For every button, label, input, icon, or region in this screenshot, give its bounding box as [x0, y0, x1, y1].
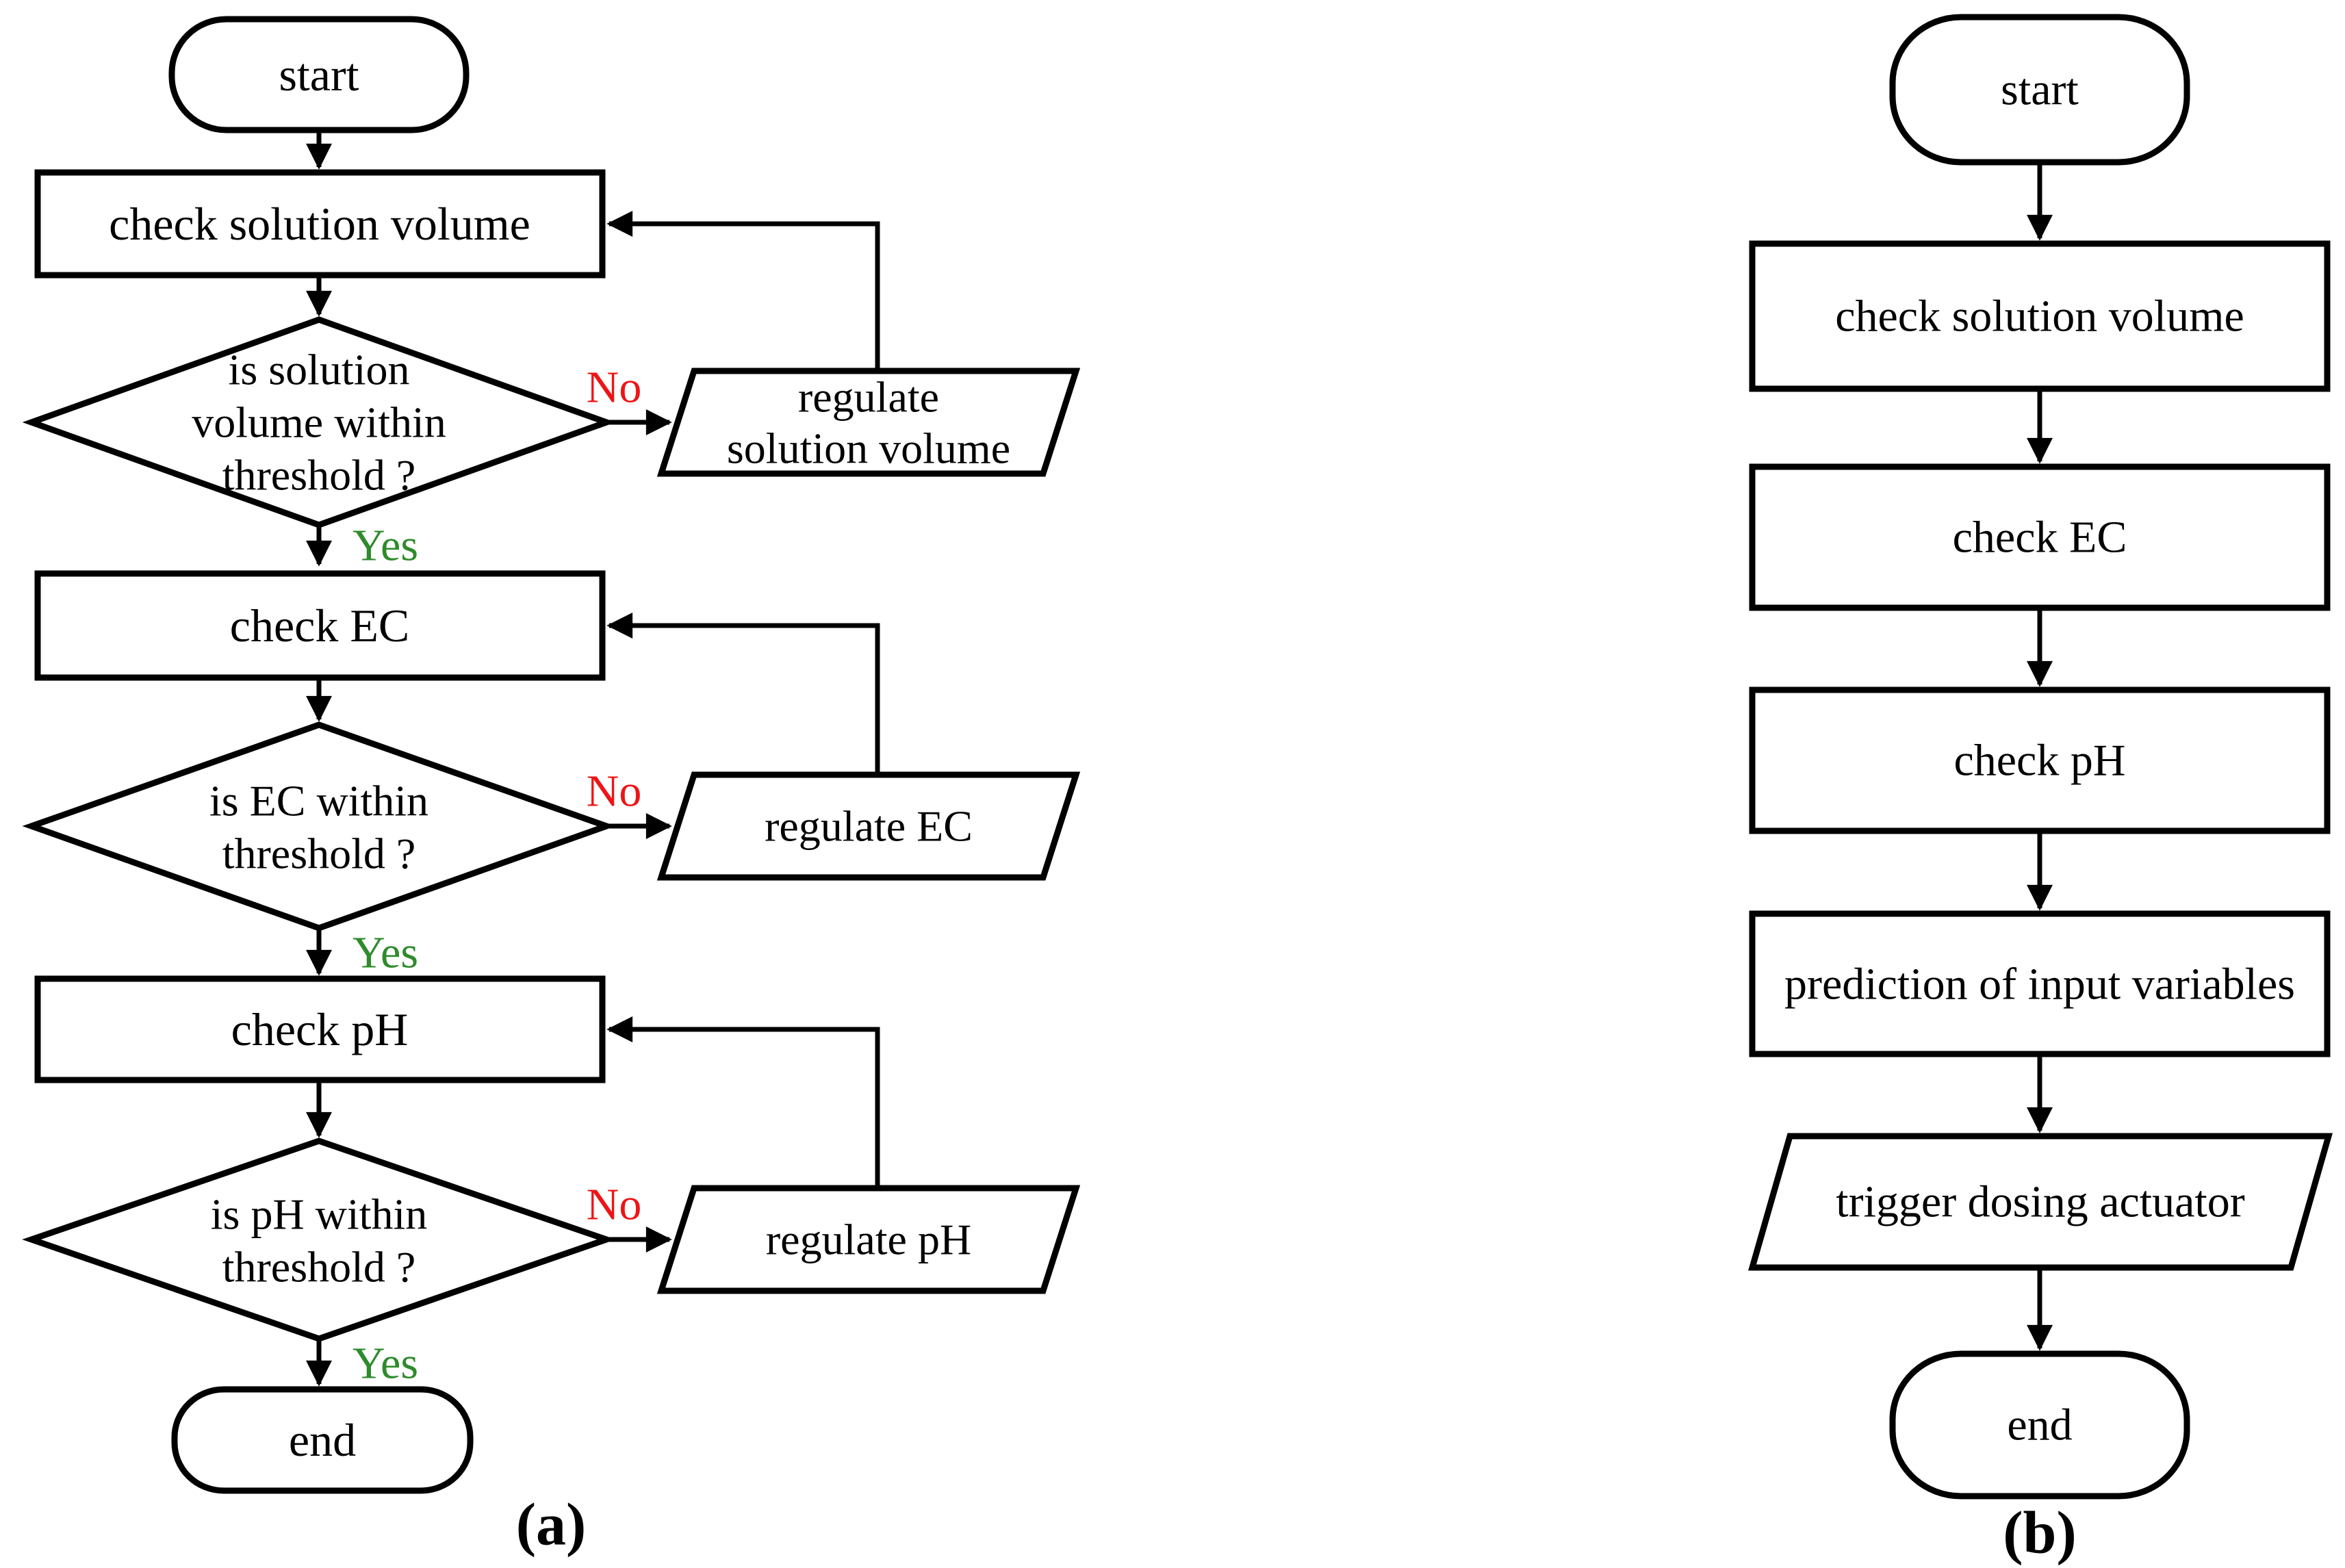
- b-process-check-volume-label: check solution volume: [1835, 292, 2244, 342]
- b-start-label: start: [2001, 65, 2079, 115]
- b-process-prediction-label: prediction of input variables: [1784, 960, 2295, 1010]
- a-loop-regulate-ec-to-check-ec: [606, 613, 880, 775]
- a-action-regulate-ph-label: regulate pH: [766, 1216, 971, 1264]
- a-yes-label-ec: Yes: [353, 928, 418, 978]
- a-process-check-volume: [34, 169, 606, 279]
- a-decision-volume-line2: volume within: [192, 398, 446, 447]
- a-decision-ec-line2: threshold ?: [222, 830, 416, 878]
- b-process-check-ec-label: check EC: [1953, 513, 2127, 563]
- a-decision-volume-line1: is solution: [229, 346, 410, 394]
- a-action-regulate-volume-line2: solution volume: [727, 424, 1010, 473]
- b-process-check-volume: [1749, 240, 2331, 392]
- a-decision-ph: [22, 1138, 616, 1342]
- a-decision-ec-line1: is EC within: [209, 777, 428, 825]
- a-action-regulate-volume-line1: regulate: [798, 373, 939, 422]
- a-no-label-ph: No: [587, 1180, 642, 1230]
- a-loop-regulate-ph-to-check-ph: [606, 1016, 880, 1188]
- a-decision-volume-line3: threshold ?: [222, 451, 416, 500]
- a-start-terminator: [168, 16, 470, 133]
- a-yes-label-volume: Yes: [353, 521, 418, 571]
- b-caption: (b): [2003, 1500, 2077, 1567]
- b-process-check-ph-label: check pH: [1953, 736, 2125, 786]
- a-process-check-ph: [34, 975, 606, 1083]
- b-process-check-ph: [1749, 686, 2331, 834]
- a-process-check-ph-label: check pH: [231, 1003, 409, 1055]
- a-process-check-ec: [34, 570, 606, 681]
- panel-a: start check solution volume is solution …: [22, 16, 1081, 1558]
- b-action-trigger-dosing: [1748, 1133, 2333, 1271]
- b-action-trigger-dosing-label: trigger dosing actuator: [1836, 1177, 2245, 1227]
- a-decision-ph-line1: is pH within: [211, 1190, 427, 1239]
- b-process-check-ec: [1749, 463, 2331, 611]
- a-process-check-volume-label: check solution volume: [109, 198, 530, 250]
- a-action-regulate-ph: [656, 1185, 1081, 1294]
- a-start-label: start: [279, 49, 359, 101]
- a-end-terminator: [171, 1386, 474, 1494]
- a-decision-volume: [22, 316, 616, 528]
- a-end-label: end: [289, 1414, 356, 1466]
- a-loop-regulate-volume-to-check-volume: [606, 211, 880, 371]
- a-no-label-ec: No: [587, 767, 642, 817]
- a-decision-ec: [22, 721, 616, 931]
- a-decision-ph-line2: threshold ?: [222, 1243, 416, 1291]
- a-no-label-volume: No: [587, 363, 642, 413]
- a-action-regulate-volume: [656, 368, 1081, 477]
- panel-b: start check solution volume check EC che…: [1748, 14, 2333, 1567]
- a-process-check-ec-label: check EC: [230, 600, 409, 652]
- a-caption: (a): [516, 1492, 587, 1558]
- a-action-regulate-ec-label: regulate EC: [765, 802, 973, 851]
- b-end-terminator: [1889, 1350, 2190, 1500]
- b-start-terminator: [1889, 14, 2190, 166]
- b-process-prediction: [1749, 910, 2331, 1057]
- a-action-regulate-ec: [656, 771, 1081, 881]
- a-yes-label-ph: Yes: [353, 1339, 418, 1389]
- b-end-label: end: [2007, 1400, 2072, 1450]
